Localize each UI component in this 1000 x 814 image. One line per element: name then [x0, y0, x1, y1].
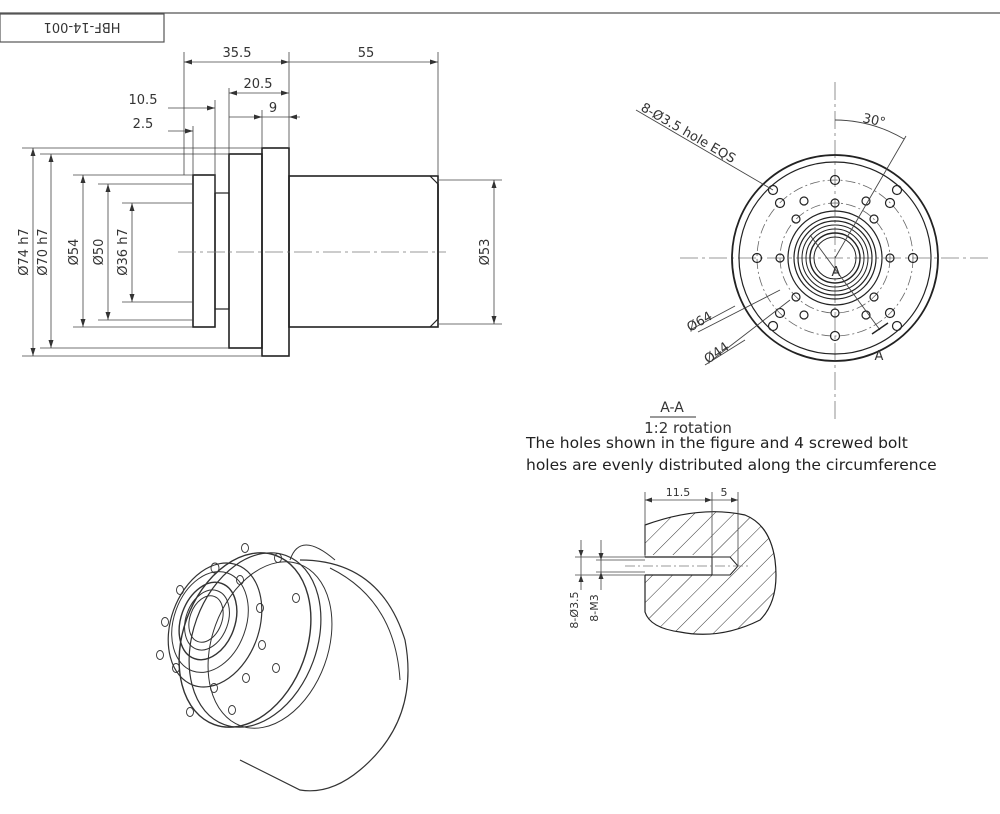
detail-dim-5: 5 [721, 486, 728, 499]
dim-9: 9 [269, 101, 277, 116]
dim-dia-54: Ø54 [67, 239, 82, 266]
flange [228, 153, 263, 349]
dim-20-5: 20.5 [244, 77, 273, 92]
section-heading: A-A 1:2 rotation [644, 400, 732, 437]
front-view [635, 82, 990, 422]
dim-2-5: 2.5 [133, 117, 154, 132]
dim-35-5: 35.5 [223, 46, 252, 61]
circle-dia-44: Ø44 [702, 340, 733, 368]
detail-hole-dia: 8-Ø3.5 [568, 591, 581, 628]
dim-dia-70: Ø70 h7 [36, 228, 51, 275]
note-line-2: holes are evenly distributed along the c… [526, 456, 937, 474]
side-view [22, 52, 502, 357]
angle-label: 30° [861, 111, 887, 130]
hole-callout: 8-Ø3.5 hole EQS [638, 100, 738, 166]
inner-hub [214, 192, 230, 310]
section-mark-a-2: A [875, 349, 884, 364]
outer-holes [751, 174, 919, 342]
section-detail: 11.5 5 8-Ø3.5 8-M3 [568, 486, 777, 635]
drawing-number: HBF-14-001 [44, 19, 121, 34]
dim-dia-53: Ø53 [478, 239, 493, 266]
dim-55: 55 [358, 46, 375, 61]
isometric-view [156, 543, 409, 792]
section-label: A-A [660, 400, 684, 416]
detail-thread: 8-M3 [588, 594, 601, 621]
dim-dia-74: Ø74 h7 [17, 228, 32, 275]
pilot-ring [192, 174, 216, 328]
detail-dim-11-5: 11.5 [666, 486, 691, 499]
dim-10-5: 10.5 [129, 93, 158, 108]
note-line-1: The holes shown in the figure and 4 scre… [526, 434, 908, 452]
note-text: The holes shown in the figure and 4 scre… [526, 432, 937, 476]
title-block: HBF-14-001 [0, 13, 165, 43]
section-mark-a-1: A [832, 265, 841, 280]
dim-dia-50: Ø50 [92, 239, 107, 266]
motor-body [288, 175, 439, 328]
section-scale: 1:2 rotation [644, 419, 732, 437]
dim-dia-36: Ø36 h7 [116, 228, 131, 275]
side-view-dimensions: 35.5 55 20.5 10.5 9 2.5 Ø74 h7 Ø70 h7 Ø5… [17, 46, 493, 276]
